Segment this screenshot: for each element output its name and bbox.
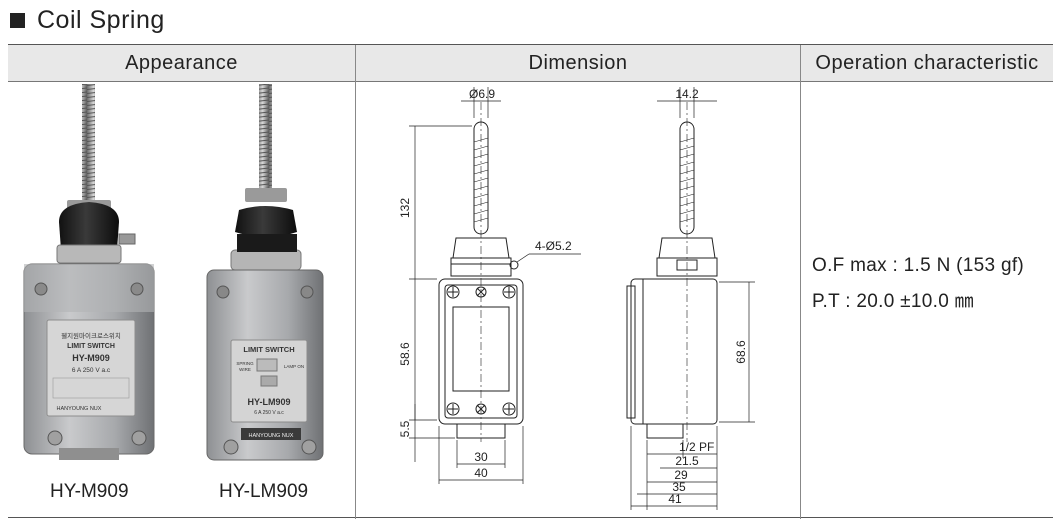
table-header: Appearance Dimension Operation character… [8, 45, 1053, 82]
label-maker: HANYOUNG NUX [249, 433, 294, 439]
front-view [438, 102, 524, 442]
product-hy-m909-image: 웰지원마이크로스위치 LIMIT SWITCH HY-M909 6 A 250 … [23, 84, 155, 460]
product-hy-lm909-image: LIMIT SWITCH SPRING WIRE LAMP ON HY-LM90… [206, 84, 324, 461]
label-maker: HANYOUNG NUX [57, 406, 102, 412]
section-title: Coil Spring [37, 5, 165, 34]
label-model: HY-M909 [72, 353, 110, 363]
dim-132: 132 [398, 198, 412, 218]
spec-table: Appearance Dimension Operation character… [8, 44, 1053, 519]
label-line: LIMIT SWITCH [243, 345, 294, 354]
column-divider [355, 45, 356, 519]
header-dimension: Dimension [528, 52, 628, 74]
dim-58-6: 58.6 [398, 342, 412, 366]
dim-40: 40 [474, 466, 488, 480]
section-heading: Coil Spring [10, 4, 165, 36]
operation-characteristics: O.F max : 1.5 N (153 gf) P.T : 20.0 ±10.… [812, 248, 1024, 320]
label-line: LIMIT SWITCH [67, 343, 115, 350]
side-view [626, 102, 718, 442]
label-line: WIRE [239, 367, 251, 372]
dim-thread: 1/2 PF [679, 440, 714, 454]
bullet-square-icon [10, 12, 25, 28]
model-caption-right: HY-LM909 [219, 481, 309, 502]
dim-rod-diameter: Ø6.9 [469, 87, 495, 101]
header-operation: Operation characteristic [815, 52, 1039, 74]
label-rating: 6 A 250 V a.c [72, 367, 111, 374]
dim-30: 30 [474, 450, 488, 464]
dim-29: 29 [674, 468, 688, 482]
label-line: LAMP ON [284, 364, 304, 369]
label-line: 웰지원마이크로스위치 [61, 331, 121, 340]
dim-holes: 4-Ø5.2 [535, 239, 572, 253]
operating-force: O.F max : 1.5 N (153 gf) [812, 255, 1025, 276]
label-rating: 6 A 250 V a.c [254, 410, 284, 416]
dim-21-5: 21.5 [675, 454, 699, 468]
side-dimensions [630, 87, 755, 510]
dim-5-5: 5.5 [398, 420, 412, 437]
dim-14-2: 14.2 [675, 87, 699, 101]
front-dimensions [409, 87, 581, 484]
model-caption-left: HY-M909 [50, 481, 129, 502]
dimension-drawing: Ø6.9 4-Ø5.2 132 58.6 5.5 30 40 [398, 87, 755, 510]
label-line: SPRING [236, 361, 254, 366]
dim-41: 41 [668, 492, 682, 506]
dim-68-6: 68.6 [734, 340, 748, 364]
header-appearance: Appearance [125, 52, 238, 74]
pre-travel: P.T : 20.0 ±10.0 ㎜ [812, 291, 974, 312]
product-illustrations: 웰지원마이크로스위치 LIMIT SWITCH HY-M909 6 A 250 … [23, 84, 324, 461]
label-model: HY-LM909 [247, 397, 290, 407]
dim-35: 35 [672, 480, 686, 494]
column-divider [800, 45, 801, 519]
